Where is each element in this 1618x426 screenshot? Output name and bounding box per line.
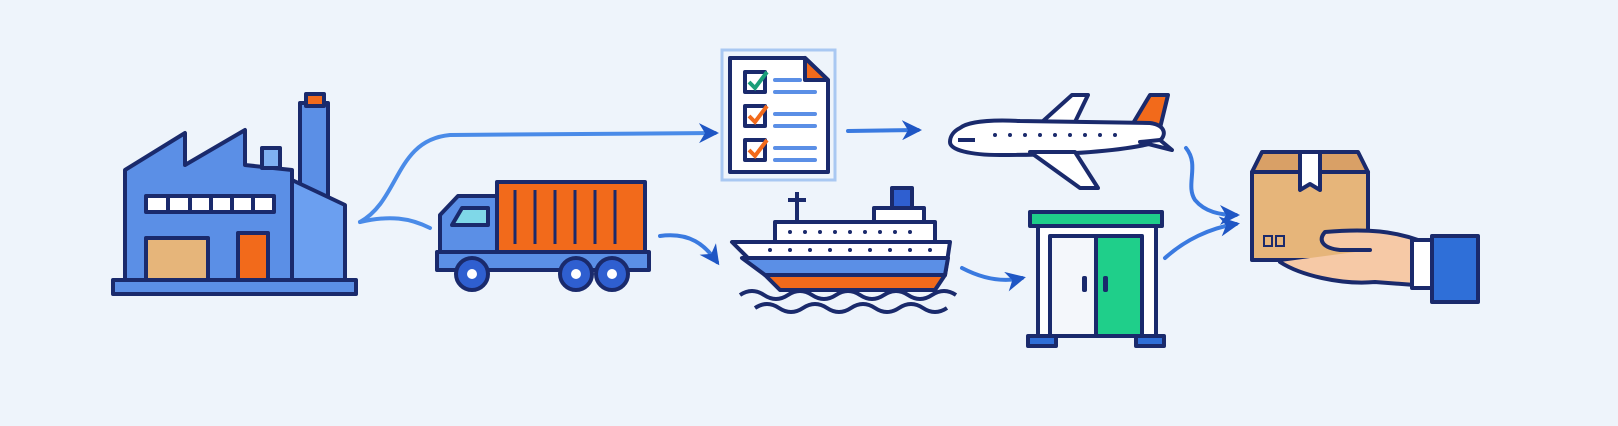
container-truck-icon [435,180,651,292]
cargo-ship-icon [730,186,958,314]
arrow-ship-to-warehouse [960,266,1026,292]
arrow-plane-to-delivery [1184,146,1240,225]
warehouse-icon [1026,210,1166,348]
arrow-factory-to-document [358,123,719,224]
arrow-truck-to-ship [658,233,720,266]
airplane-icon [948,93,1174,190]
hand-holding-package-icon [1250,150,1480,304]
arrow-factory-to-truck [358,216,432,230]
arrow-warehouse-to-delivery [1163,216,1240,260]
factory-icon [111,92,358,296]
arrow-document-to-plane [846,120,922,141]
arrows [358,120,1240,292]
checklist-document-icon [720,48,837,182]
